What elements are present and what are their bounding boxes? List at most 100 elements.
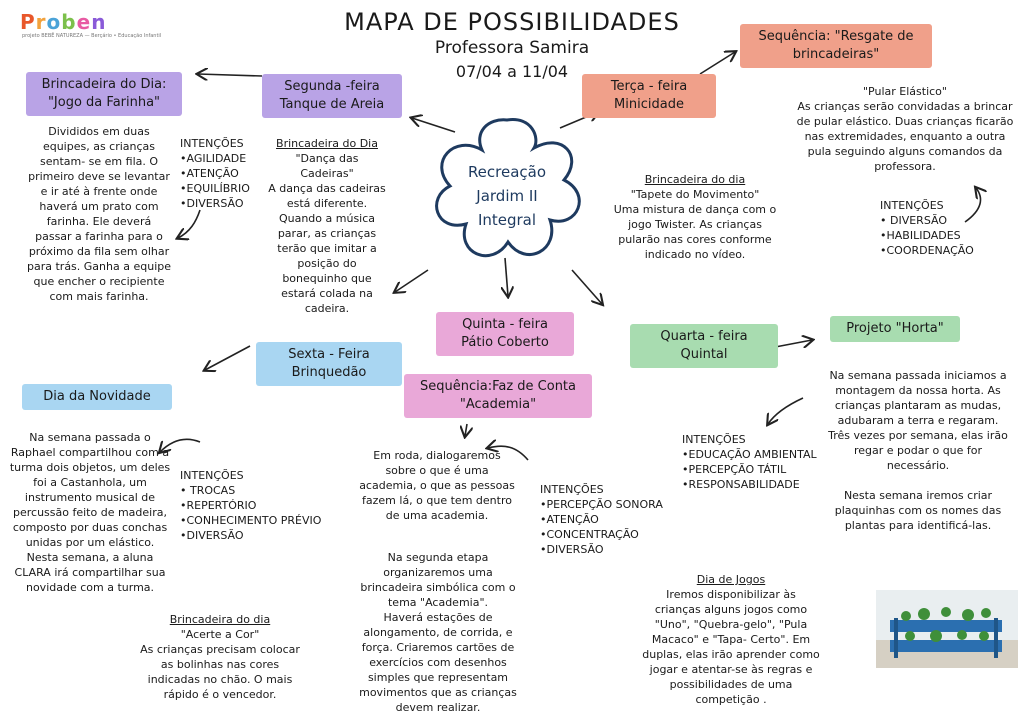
- tuesday-sequence-line2: brincadeiras": [792, 47, 880, 62]
- wednesday-tag: Quarta - feira Quintal: [630, 324, 778, 368]
- text-line: "Acerte a Cor": [180, 628, 260, 641]
- text-line: está diferente.: [286, 197, 368, 210]
- logo-letter: r: [35, 10, 47, 34]
- text-line: as bolinhas nas cores: [160, 658, 280, 671]
- spacer: [816, 473, 1020, 488]
- logo-letter: o: [46, 10, 62, 34]
- text-line: posição do: [297, 257, 357, 270]
- thursday-tag-day: Quinta - feira: [462, 317, 548, 332]
- text-line: "Tapete do Movimento": [630, 188, 760, 201]
- wednesday-tag-place: Quintal: [680, 347, 728, 362]
- text-line: indicadas no chão. O mais: [147, 673, 293, 686]
- intention-item: •COORDENAÇÃO: [880, 244, 974, 257]
- wednesday-project-tag: Projeto "Horta": [830, 316, 960, 342]
- text-line: pula seguindo alguns comandos da: [807, 145, 1003, 158]
- text-line: plantas para identificá-las.: [844, 519, 992, 532]
- intention-item: •PERCEPÇÃO SONORA: [540, 498, 663, 511]
- text-line: Na semana passada iniciamos a: [829, 369, 1007, 382]
- text-line: bonequinho que: [282, 272, 372, 285]
- intention-item: • DIVERSÃO: [880, 214, 947, 227]
- tuesday-sequence-line1: Sequência: "Resgate de: [758, 29, 914, 44]
- text-line: professora.: [874, 160, 936, 173]
- text-line: Três vezes por semana, elas irão: [828, 429, 1008, 442]
- intention-item: • TROCAS: [180, 484, 236, 497]
- center-label: Recreação Jardim II Integral: [440, 160, 574, 232]
- text-line: As crianças precisam colocar: [140, 643, 300, 656]
- text-line: montagem da nossa horta. As: [835, 384, 1001, 397]
- text-line: pularão nas cores conforme: [618, 233, 772, 246]
- friday-tag: Sexta - Feira Brinquedão: [256, 342, 402, 386]
- tuesday-tag: Terça - feira Minicidade: [582, 74, 716, 118]
- monday-game-tag: Brincadeira do Dia: "Jogo da Farinha": [26, 72, 182, 116]
- intentions-heading: INTENÇÕES: [540, 483, 604, 496]
- monday-intentions: INTENÇÕES •AGILIDADE •ATENÇÃO •EQUILÍBRI…: [180, 136, 250, 211]
- wednesday-tag-day: Quarta - feira: [660, 329, 748, 344]
- tuesday-sequence-text: "Pular Elástico" As crianças serão convi…: [790, 84, 1020, 174]
- intention-item: •DIVERSÃO: [180, 529, 244, 542]
- preben-logo: Proben: [20, 10, 106, 34]
- text-line: plaquinhas com os nomes das: [834, 504, 1002, 517]
- intention-item: •REPERTÓRIO: [180, 499, 257, 512]
- tuesday-day-heading: Brincadeira do dia: [644, 173, 746, 186]
- intention-item: •AGILIDADE: [180, 152, 247, 165]
- text-line: nas extremidades, enquanto a outra: [804, 130, 1006, 143]
- text-line: farinha. Ele deverá: [46, 215, 152, 228]
- wednesday-intentions: INTENÇÕES •EDUCAÇÃO AMBIENTAL •PERCEPÇÃO…: [682, 432, 817, 492]
- intention-item: •EDUCAÇÃO AMBIENTAL: [682, 448, 817, 461]
- monday-game-tag-line2: "Jogo da Farinha": [47, 95, 161, 110]
- garden-photo: [876, 590, 1018, 668]
- text-line: simples que representam: [367, 671, 509, 684]
- text-line: tema "Academia".: [387, 596, 489, 609]
- text-line: e ir até à frente onde: [40, 185, 158, 198]
- text-line: rápido é o vencedor.: [163, 688, 277, 701]
- thursday-tag-place: Pátio Coberto: [461, 335, 549, 350]
- text-line: Macaco" e "Tapa- Certo". Em: [651, 633, 811, 646]
- text-line: sobre o que é uma: [385, 464, 489, 477]
- text-line: Quando a música: [278, 212, 376, 225]
- text-line: alongamento, de corrida, e: [363, 626, 513, 639]
- intentions-heading: INTENÇÕES: [682, 433, 746, 446]
- text-line: Uma mistura de dança com o: [613, 203, 777, 216]
- text-line: "Dança das: [295, 152, 359, 165]
- text-line: devem realizar.: [395, 701, 481, 714]
- friday-news-tag: Dia da Novidade: [22, 384, 172, 410]
- text-line: As crianças serão convidadas a brincar: [797, 100, 1013, 113]
- tuesday-sequence-tag: Sequência: "Resgate de brincadeiras": [740, 24, 932, 68]
- intentions-heading: INTENÇÕES: [180, 469, 244, 482]
- logo-letter: e: [76, 10, 92, 34]
- text-line: Cadeiras": [300, 167, 354, 180]
- intention-item: •DIVERSÃO: [180, 197, 244, 210]
- center-line-3: Integral: [477, 211, 537, 229]
- center-cloud-shape: [435, 118, 581, 258]
- text-line: de uma academia.: [385, 509, 489, 522]
- monday-day-game: Brincadeira do Dia "Dança das Cadeiras" …: [262, 136, 392, 316]
- text-line: percussão feito de madeira,: [13, 506, 167, 519]
- thursday-text-1: Em roda, dialogaremos sobre o que é uma …: [352, 448, 522, 523]
- friday-day-heading: Brincadeira do dia: [169, 613, 271, 626]
- text-line: foi a Castanhola, um: [33, 476, 147, 489]
- text-line: Haverá estações de: [383, 611, 493, 624]
- thursday-tag: Quinta - feira Pátio Coberto: [436, 312, 574, 356]
- text-line: crianças plantaram as mudas,: [834, 399, 1002, 412]
- monday-tag-day: Segunda -feira: [284, 79, 380, 94]
- logo-letter: b: [61, 10, 77, 34]
- text-line: Nesta semana iremos criar: [843, 489, 993, 502]
- text-line: movimentos que as crianças: [359, 686, 517, 699]
- text-line: competição .: [695, 693, 767, 706]
- intention-item: •CONHECIMENTO PRÉVIO: [180, 514, 322, 527]
- text-line: unidas por um elástico.: [25, 536, 155, 549]
- text-line: necessário.: [886, 459, 950, 472]
- text-line: organizaremos uma: [383, 566, 493, 579]
- monday-tag: Segunda -feira Tanque de Areia: [262, 74, 402, 118]
- text-line: adubaram a terra e regaram.: [837, 414, 999, 427]
- thursday-sequence-tag: Sequência:Faz de Conta "Academia": [404, 374, 592, 418]
- tuesday-day-game: Brincadeira do dia "Tapete do Movimento"…: [610, 172, 780, 262]
- page-title: MAPA DE POSSIBILIDADES: [344, 8, 680, 36]
- intention-item: •ATENÇÃO: [180, 167, 239, 180]
- intention-item: •CONCENTRAÇÃO: [540, 528, 639, 541]
- text-line: turma dois objetos, um deles: [9, 461, 171, 474]
- text-line: Raphael compartilhou com a: [10, 446, 170, 459]
- intention-item: •HABILIDADES: [880, 229, 961, 242]
- text-line: Na segunda etapa: [387, 551, 489, 564]
